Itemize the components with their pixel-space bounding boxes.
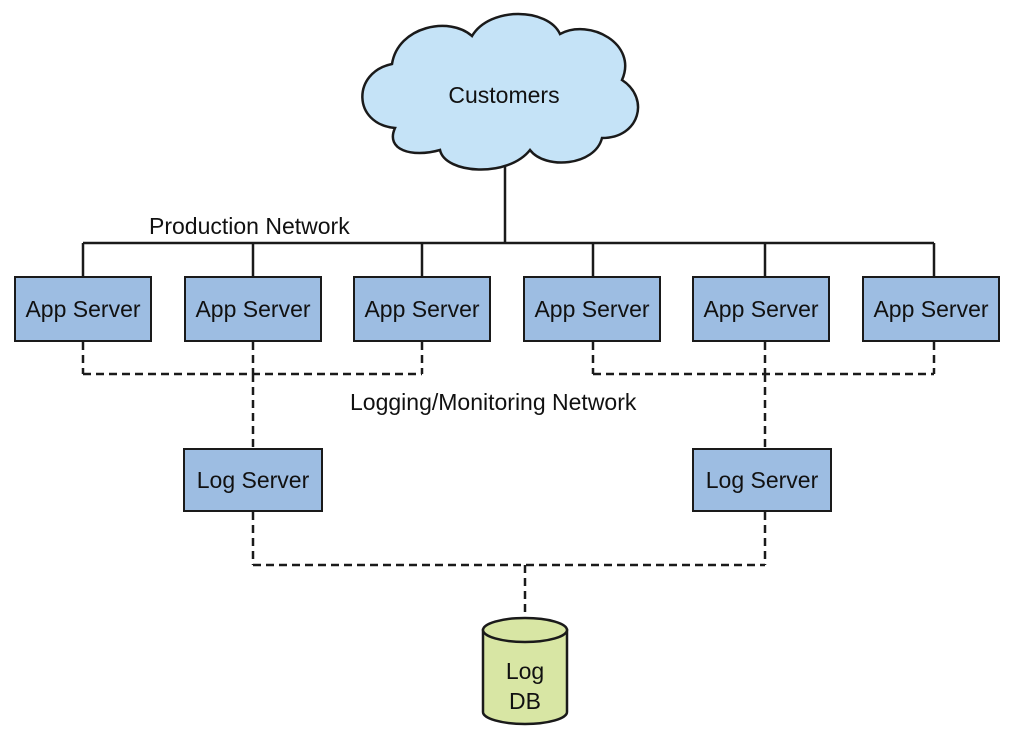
app-server-5[interactable]: App Server <box>692 276 830 342</box>
app-server-2[interactable]: App Server <box>184 276 322 342</box>
app-server-label: App Server <box>534 295 650 322</box>
logging-network-lines <box>81 342 936 620</box>
production-network-lines <box>81 166 936 276</box>
app-server-1[interactable]: App Server <box>14 276 152 342</box>
app-server-label: App Server <box>195 295 311 322</box>
app-server-label: App Server <box>25 295 141 322</box>
app-server-label: App Server <box>364 295 480 322</box>
log-db-label-line2: DB <box>509 688 541 714</box>
app-server-4[interactable]: App Server <box>523 276 661 342</box>
app-server-label: App Server <box>873 295 989 322</box>
log-db-cylinder <box>481 616 569 726</box>
log-server-2[interactable]: Log Server <box>692 448 832 512</box>
customers-label: Customers <box>448 82 560 108</box>
db-top <box>481 616 569 644</box>
app-server-6[interactable]: App Server <box>862 276 1000 342</box>
customers-cloud <box>361 12 640 171</box>
cloud-shape <box>361 12 640 171</box>
app-server-3[interactable]: App Server <box>353 276 491 342</box>
log-server-label: Log Server <box>705 466 819 493</box>
log-server-label: Log Server <box>196 466 310 493</box>
log-server-1[interactable]: Log Server <box>183 448 323 512</box>
app-server-label: App Server <box>703 295 819 322</box>
production-network-label: Production Network <box>149 213 350 239</box>
logging-network-label: Logging/Monitoring Network <box>350 389 637 415</box>
db-body <box>481 628 569 726</box>
log-db-label-line1: Log <box>505 658 545 684</box>
log-db-label: Log DB <box>482 656 568 716</box>
